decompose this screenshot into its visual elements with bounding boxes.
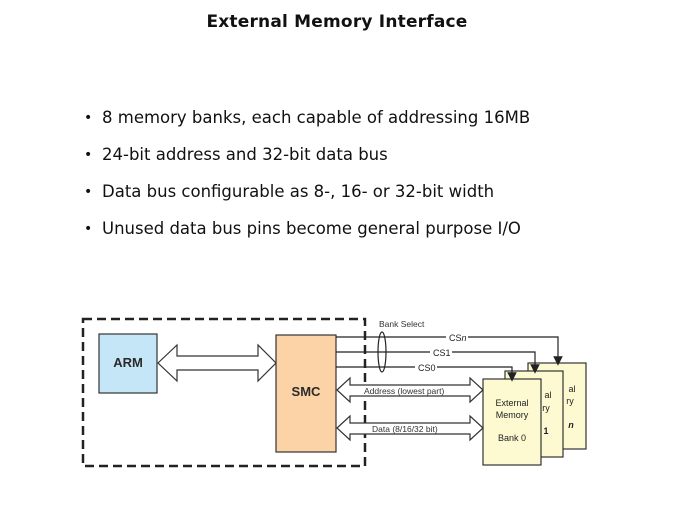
bullet-item: •Data bus configurable as 8-, 16- or 32-…	[84, 178, 530, 215]
slide-title: External Memory Interface	[206, 12, 468, 32]
memory-bank-1-line3: 1	[543, 426, 548, 436]
cs1-label: CS1	[433, 348, 451, 358]
memory-bank-n-line3: n	[568, 420, 574, 430]
bullet-icon: •	[84, 147, 93, 163]
bank-select-label: Bank Select	[379, 319, 425, 329]
smc-label: SMC	[292, 384, 322, 399]
cs0-line	[336, 366, 517, 382]
smc-block	[275, 334, 337, 453]
csn-line	[336, 336, 563, 366]
data-bus-arrow	[336, 414, 484, 442]
memory-bank-1-line2: ry	[542, 403, 550, 413]
memory-bank-0-line2: Memory	[496, 410, 529, 420]
arm-block	[98, 333, 158, 394]
memory-bank-n-line1: al	[568, 384, 575, 394]
arm-smc-bus-arrow	[157, 343, 277, 383]
address-bus-label: Address (lowest part)	[364, 386, 444, 396]
cs0-label: CS0	[418, 363, 436, 373]
memory-bank-n-line2: ry	[566, 396, 574, 406]
cs1-line	[336, 351, 540, 374]
bullet-icon: •	[84, 221, 93, 237]
memory-bank-1-line1: al	[544, 390, 551, 400]
bullet-icon: •	[84, 184, 93, 200]
bullet-list: •8 memory banks, each capable of address…	[84, 104, 530, 252]
bullet-item: •Unused data bus pins become general pur…	[84, 215, 530, 252]
memory-bank-0-line3: Bank 0	[498, 433, 526, 443]
bullet-item: •8 memory banks, each capable of address…	[84, 104, 530, 141]
bank-select-grouping	[377, 331, 387, 373]
memory-bank-0	[482, 378, 542, 466]
address-bus-arrow	[336, 376, 484, 404]
arm-label: ARM	[113, 355, 143, 370]
bullet-icon: •	[84, 110, 93, 126]
bullet-item: •24-bit address and 32-bit data bus	[84, 141, 530, 178]
data-bus-label: Data (8/16/32 bit)	[372, 424, 438, 434]
csn-label: CSn	[449, 333, 467, 343]
memory-bank-0-line1: External	[495, 398, 528, 408]
